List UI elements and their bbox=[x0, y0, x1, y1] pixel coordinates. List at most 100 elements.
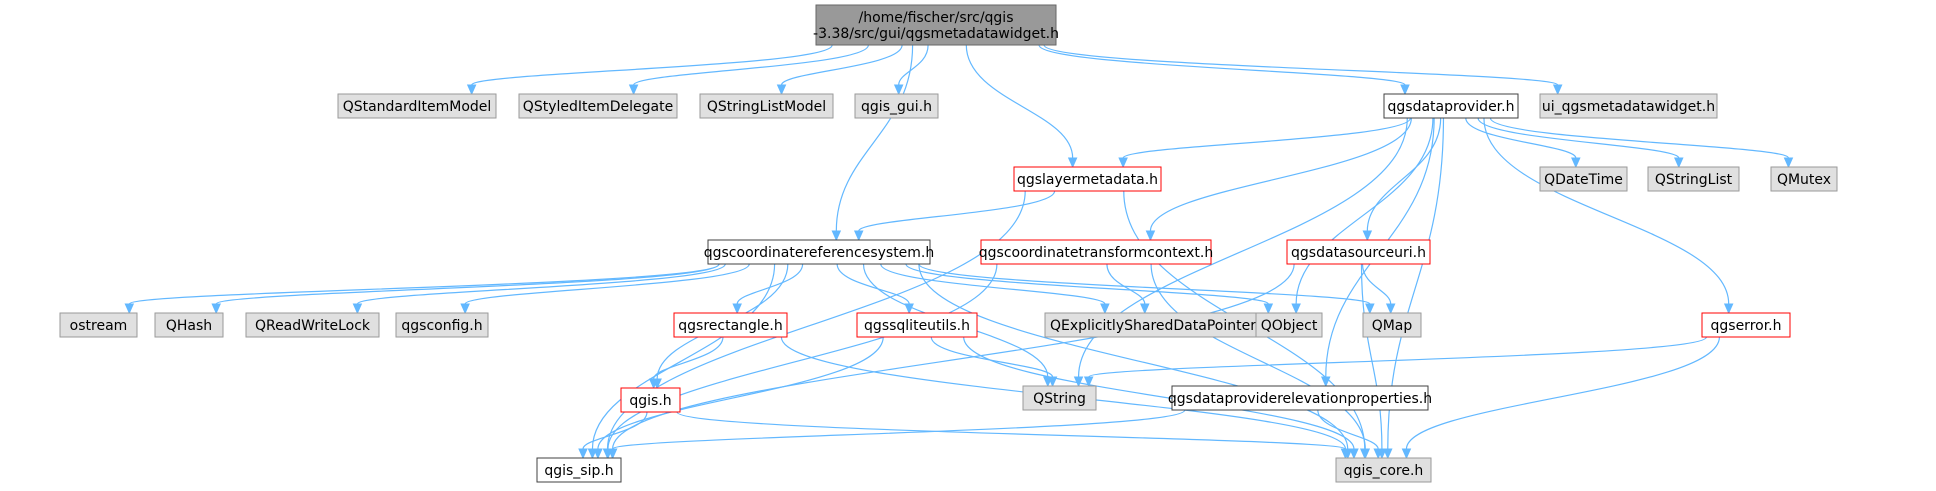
node-label: qgsdatasourceuri.h bbox=[1291, 245, 1426, 261]
node-box bbox=[154, 312, 224, 338]
node-label: QObject bbox=[1261, 318, 1318, 334]
node-ui-qgsmetadatawidget[interactable]: ui_qgsmetadatawidget.h bbox=[1539, 93, 1718, 119]
node-label: qgis_sip.h bbox=[544, 463, 613, 479]
node-qgis[interactable]: qgis.h bbox=[620, 387, 681, 413]
node-qdatetime[interactable]: QDateTime bbox=[1539, 166, 1628, 192]
edge-root-to-qgsdataprovider bbox=[1038, 44, 1410, 96]
node-box bbox=[245, 312, 380, 338]
edge-qgscrs-to-qgis-sip bbox=[587, 263, 776, 460]
node-box bbox=[620, 387, 681, 413]
node-box bbox=[854, 93, 939, 119]
edge-qgsdataprovider-to-qmutex bbox=[1489, 117, 1794, 169]
node-box bbox=[980, 239, 1212, 265]
edge-qgsdpelev-to-qgis-sip bbox=[607, 409, 1186, 460]
node-qstandarditemmodel[interactable]: QStandardItemModel bbox=[337, 93, 497, 119]
edge-qgsdataprovider-to-qstringlist bbox=[1477, 117, 1684, 169]
node-qhash[interactable]: QHash bbox=[154, 312, 224, 338]
edge-root-to-qstringlistmodel bbox=[776, 44, 903, 96]
node-box bbox=[673, 312, 788, 338]
node-label: QStringListModel bbox=[707, 99, 826, 115]
edge-qgscrs-to-qhash bbox=[211, 263, 720, 315]
node-label: QMap bbox=[1372, 318, 1413, 334]
edge-qgscrs-to-qobject bbox=[905, 263, 1274, 315]
node-label: ui_qgsmetadatawidget.h bbox=[1542, 99, 1715, 115]
edge-qgserror-to-qstring bbox=[1083, 336, 1707, 388]
edge-root-to-qgscrs bbox=[831, 44, 914, 242]
node-label: QMutex bbox=[1777, 172, 1831, 188]
node-label: qgsrectangle.h bbox=[678, 318, 782, 334]
edge-qgsdataprovider-to-qgslayermetadata bbox=[1118, 117, 1412, 169]
node-label: QExplicitlySharedDataPointer bbox=[1050, 318, 1256, 334]
node-box bbox=[1770, 166, 1838, 192]
node-qstyleditemdelegate[interactable]: QStyledItemDelegate bbox=[518, 93, 678, 119]
node-box bbox=[1013, 166, 1162, 192]
node-box bbox=[1539, 166, 1628, 192]
edge-qgsdataprovider-to-qgsctcontext bbox=[1145, 117, 1412, 242]
node-qgserror[interactable]: qgserror.h bbox=[1701, 312, 1791, 338]
node-box bbox=[1171, 385, 1429, 411]
edge-qgscrs-to-qgsconfig bbox=[460, 263, 750, 315]
node-label: qgsdataprovider.h bbox=[1388, 99, 1515, 115]
node-root[interactable]: /home/fischer/src/qgis-3.38/src/gui/qgsm… bbox=[813, 4, 1059, 46]
node-box bbox=[337, 93, 497, 119]
edge-qgsctcontext-to-qexplicitly bbox=[1106, 263, 1150, 315]
node-label: QString bbox=[1033, 391, 1086, 407]
node-box bbox=[1286, 239, 1431, 265]
node-box bbox=[1044, 312, 1262, 338]
edge-qgscrs-to-qexplicitly bbox=[880, 263, 1110, 315]
node-qgsrectangle[interactable]: qgsrectangle.h bbox=[673, 312, 788, 338]
node-qmutex[interactable]: QMutex bbox=[1770, 166, 1838, 192]
node-box bbox=[395, 312, 489, 338]
edge-qgscrs-to-qreadwritelock bbox=[352, 263, 726, 315]
node-qexplicitly[interactable]: QExplicitlySharedDataPointer bbox=[1044, 312, 1262, 338]
node-qstringlist[interactable]: QStringList bbox=[1647, 166, 1740, 192]
node-qgis-core[interactable]: qgis_core.h bbox=[1335, 457, 1432, 483]
node-label: qgsconfig.h bbox=[401, 318, 482, 334]
edge-qgscrs-to-qmap bbox=[918, 263, 1375, 315]
edge-qgscrs-to-ostream bbox=[124, 263, 720, 315]
node-box bbox=[1701, 312, 1791, 338]
node-qgsdatasourceuri[interactable]: qgsdatasourceuri.h bbox=[1286, 239, 1431, 265]
edge-qgsrectangle-to-qgis bbox=[648, 336, 724, 390]
node-qstring[interactable]: QString bbox=[1022, 385, 1097, 411]
edge-qgssqliteutils-to-qgis-sip bbox=[593, 336, 884, 460]
node-qgsctcontext[interactable]: qgscoordinatetransformcontext.h bbox=[979, 239, 1213, 265]
node-qgsconfig[interactable]: qgsconfig.h bbox=[395, 312, 489, 338]
node-label: qgssqliteutils.h bbox=[864, 318, 970, 334]
edge-root-to-qgslayermetadata bbox=[965, 44, 1078, 169]
edges-layer bbox=[124, 44, 1794, 460]
node-qgscrs[interactable]: qgscoordinatereferencesystem.h bbox=[704, 239, 935, 265]
edge-root-to-qstandarditemmodel bbox=[466, 44, 833, 96]
node-qgis-gui[interactable]: qgis_gui.h bbox=[854, 93, 939, 119]
node-qgsdataprovider[interactable]: qgsdataprovider.h bbox=[1383, 93, 1519, 119]
node-qgsdpelev[interactable]: qgsdataproviderelevationproperties.h bbox=[1168, 385, 1432, 411]
nodes-layer: /home/fischer/src/qgis-3.38/src/gui/qgsm… bbox=[59, 4, 1838, 483]
node-qobject[interactable]: QObject bbox=[1255, 312, 1323, 338]
node-box bbox=[1255, 312, 1323, 338]
node-qreadwritelock[interactable]: QReadWriteLock bbox=[245, 312, 380, 338]
node-label: /home/fischer/src/qgis bbox=[858, 10, 1013, 26]
node-label: qgscoordinatereferencesystem.h bbox=[704, 245, 935, 261]
node-qstringlistmodel[interactable]: QStringListModel bbox=[699, 93, 834, 119]
node-label: qgslayermetadata.h bbox=[1017, 172, 1158, 188]
node-qmap[interactable]: QMap bbox=[1362, 312, 1422, 338]
node-box bbox=[699, 93, 834, 119]
node-qgslayermetadata[interactable]: qgslayermetadata.h bbox=[1013, 166, 1162, 192]
edge-qgsctcontext-to-qgis-core bbox=[1150, 263, 1371, 460]
node-box bbox=[1539, 93, 1718, 119]
node-qgis-sip[interactable]: qgis_sip.h bbox=[536, 457, 622, 483]
node-ostream[interactable]: ostream bbox=[59, 312, 138, 338]
node-label: qgserror.h bbox=[1711, 318, 1782, 334]
node-box bbox=[856, 312, 978, 338]
node-label: QReadWriteLock bbox=[255, 318, 371, 334]
node-qgssqliteutils[interactable]: qgssqliteutils.h bbox=[856, 312, 978, 338]
edge-qgsdataprovider-to-qobject bbox=[1291, 117, 1434, 315]
node-label: QHash bbox=[166, 318, 212, 334]
node-label: QStringList bbox=[1655, 172, 1733, 188]
node-box bbox=[1022, 385, 1097, 411]
edge-qgsdataprovider-to-qdatetime bbox=[1465, 117, 1581, 169]
edge-root-to-qgis-gui bbox=[893, 44, 929, 96]
node-label: ostream bbox=[70, 318, 128, 334]
node-label: qgis_core.h bbox=[1344, 463, 1424, 479]
